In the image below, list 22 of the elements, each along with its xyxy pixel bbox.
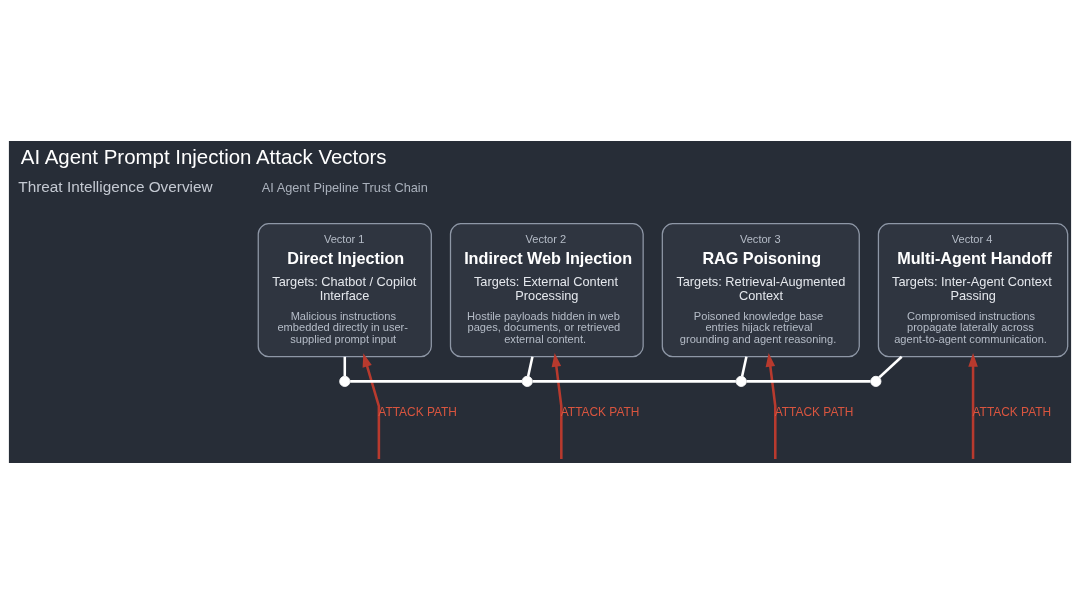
connector — [532, 379, 736, 383]
arrow — [968, 352, 978, 459]
node-circle — [339, 375, 351, 387]
connector — [878, 355, 903, 378]
arrow — [551, 352, 563, 459]
node-circle — [521, 375, 533, 387]
connector — [526, 356, 534, 377]
connector — [740, 356, 748, 377]
arrow — [765, 352, 777, 459]
connector — [350, 379, 522, 383]
connector — [343, 356, 347, 376]
node-circle — [735, 375, 747, 387]
arrow — [362, 352, 381, 459]
label: AI Agent Pipeline Trust Chain — [261, 179, 428, 195]
connector — [746, 379, 871, 383]
node-box: Vector 4 Multi-Agent Handoff Targets: Inter-Agent Context Passing Compromised instructions propagate laterally across agent-to-agent communication. — [877, 222, 1069, 357]
node-box: Vector 3 RAG Poisoning Targets: Retrieval-Augmented Context Poisoned knowledge base entries hijack retrieval grounding and agent reasoning. — [661, 222, 860, 357]
diagram-title: AI Agent Prompt Injection Attack Vectors — [20, 144, 387, 168]
node-circle — [870, 375, 882, 387]
node-box: Vector 2 Indirect Web Injection Targets: External Content Processing Hostile payloads hidden in web pages, documents, or retrieved external content. — [449, 222, 644, 357]
label: Threat Intelligence Overview — [18, 177, 213, 195]
node-box: Vector 1 Direct Injection Targets: Chatbot / Copilot Interface Malicious instructions embedded directly in user-supplied prompt input — [257, 222, 432, 357]
